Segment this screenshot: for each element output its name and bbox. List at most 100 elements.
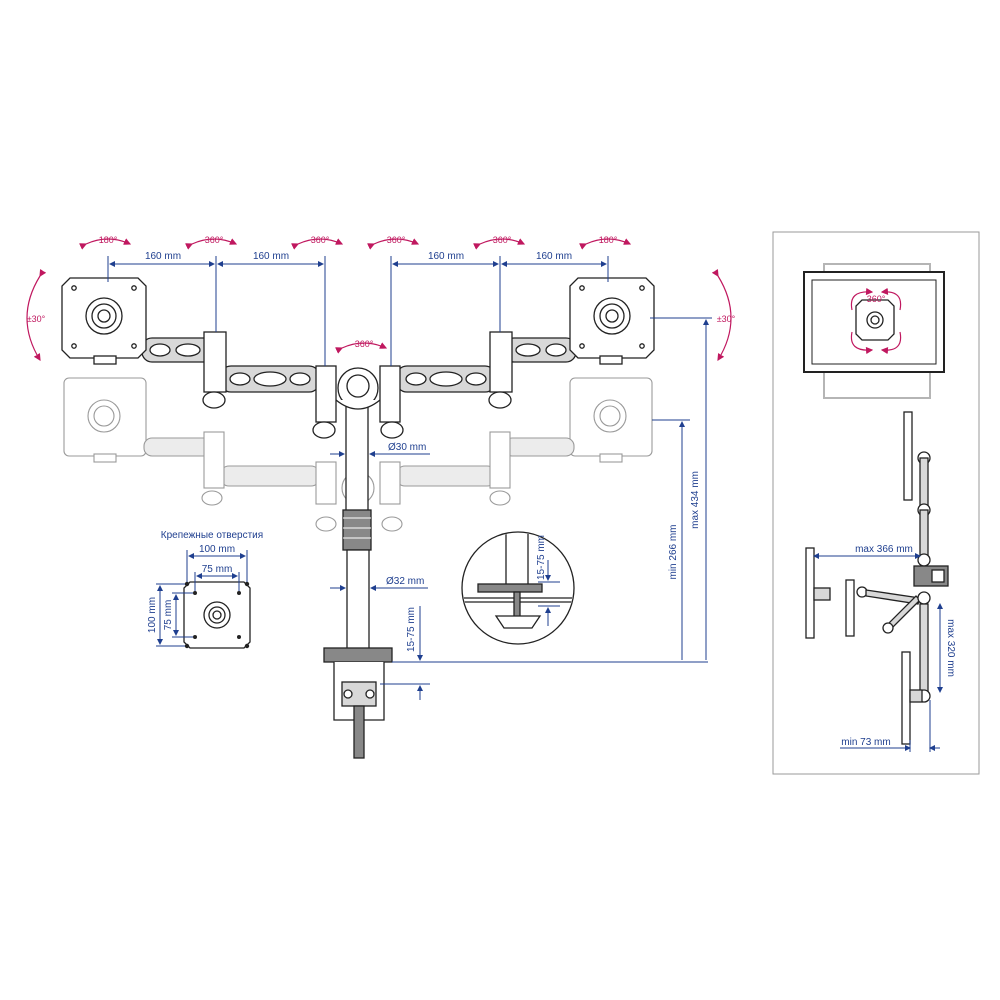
vesa-v-100: 100 mm xyxy=(147,597,158,633)
plate-hole-r2 xyxy=(639,285,645,291)
vesa-hole-8 xyxy=(237,635,241,639)
vesa-hole-4 xyxy=(244,643,250,649)
ghost-plate-tab-r xyxy=(599,453,623,463)
joint-left-outer xyxy=(203,331,227,393)
vesa-hole-7 xyxy=(193,635,197,639)
knob-2 xyxy=(312,421,336,439)
central-hub-cap xyxy=(346,374,370,398)
rot-arrow-center xyxy=(335,342,388,354)
monitor-rot-arrow-4 xyxy=(880,331,902,355)
ghost-arm-r1 xyxy=(503,437,575,457)
clamp-detail xyxy=(461,531,575,645)
ghost-arm-r2 xyxy=(395,465,497,487)
side-mount-left xyxy=(813,587,831,601)
plate-hole-l1 xyxy=(71,285,77,291)
knob-3 xyxy=(380,421,404,439)
joint-right-inner xyxy=(379,365,401,423)
tilt-arrow-right xyxy=(711,269,732,362)
side-arm-2 xyxy=(919,509,929,559)
side-monitor-top xyxy=(903,411,913,501)
span-label-1: 160 mm xyxy=(145,251,181,262)
pole-dia-lower: Ø32 mm xyxy=(386,576,424,587)
ghost-joint-3 xyxy=(379,461,401,505)
pole xyxy=(323,395,393,759)
clamp-top-plate xyxy=(323,647,393,663)
arm-slot-9 xyxy=(515,343,541,357)
tilt-arrow-left xyxy=(26,269,47,362)
side-arm-1 xyxy=(919,457,929,509)
pole-min-height: min 266 mm xyxy=(668,524,679,579)
clamp-bolt-l xyxy=(343,689,353,699)
side-max-drop: max 320 mm xyxy=(945,619,956,677)
central-hub-skirt xyxy=(335,399,381,410)
ghost-plate-tab xyxy=(93,453,117,463)
rot-arrow-1 xyxy=(79,238,132,250)
plate-tab-l xyxy=(93,355,117,365)
side-clamp-knob xyxy=(931,569,945,583)
ghost-plate-boss-inner-r xyxy=(599,405,621,427)
side-mount-bottom xyxy=(909,689,923,703)
tilt-label-left: ±30° xyxy=(27,314,46,324)
knob-1 xyxy=(202,391,226,409)
ghost-joint-2 xyxy=(315,461,337,505)
detail-pole xyxy=(505,533,529,587)
arm-slot-1 xyxy=(149,343,171,357)
arm-slot-5 xyxy=(289,372,311,386)
vesa-boss-3 xyxy=(212,610,222,620)
pole-clamp-range: 15-75 mm xyxy=(406,607,417,652)
rotation-arrows xyxy=(26,238,732,362)
rot-arrow-3 xyxy=(291,238,344,250)
tilt-label-right: ±30° xyxy=(717,314,736,324)
side-profile xyxy=(805,411,949,752)
rot-arrow-5 xyxy=(473,238,526,250)
vesa-detail xyxy=(156,550,251,649)
arm-slot-6 xyxy=(405,372,427,386)
arms xyxy=(141,331,577,439)
plate-hole-l4 xyxy=(131,343,137,349)
rot-label-center-360: 360° xyxy=(355,339,374,349)
rot-arrow-2 xyxy=(185,238,238,250)
pole-max-height: max 434 mm xyxy=(690,471,701,529)
ghost-knob-2 xyxy=(315,516,337,532)
rot-arrow-4 xyxy=(367,238,420,250)
side-max-reach: max 366 mm xyxy=(855,544,913,555)
side-min-depth: min 73 mm xyxy=(841,737,890,748)
span-label-3: 160 mm xyxy=(428,251,464,262)
ghost-arm-l2 xyxy=(219,465,321,487)
vesa-plates xyxy=(61,277,655,365)
side-joint-6 xyxy=(917,591,931,605)
plate-hole-l2 xyxy=(131,285,137,291)
rot-label-left-180: 180° xyxy=(99,235,118,245)
clamp-bolt-r xyxy=(365,689,375,699)
ghost-plate-boss-inner xyxy=(93,405,115,427)
rot-label-left-360b: 360° xyxy=(311,235,330,245)
rot-label-right-360b: 360° xyxy=(493,235,512,245)
ghost-joint-1 xyxy=(203,431,225,489)
ghost-knob-3 xyxy=(381,516,403,532)
arm-slot-8 xyxy=(465,372,487,386)
side-monitor-left xyxy=(805,547,815,639)
knob-4 xyxy=(488,391,512,409)
monitor-front-view xyxy=(803,263,945,399)
side-rot-360: 360° xyxy=(867,294,886,304)
arm-slot-7 xyxy=(429,371,463,387)
vesa-h-75: 75 mm xyxy=(202,564,233,575)
monitor-rot-arrow-3 xyxy=(850,331,874,355)
arm-slot-3 xyxy=(229,372,251,386)
ghost-knob-4 xyxy=(489,490,511,506)
rot-label-left-360a: 360° xyxy=(205,235,224,245)
vesa-hole-3 xyxy=(184,643,190,649)
pole-collar xyxy=(342,509,372,551)
ghost-knob-1 xyxy=(201,490,223,506)
detail-wing-nut xyxy=(494,615,542,629)
vesa-v-75: 75 mm xyxy=(163,600,174,631)
lower-pole xyxy=(346,549,370,651)
monitor-rot-arrow-2 xyxy=(880,287,902,311)
pole-dia-upper: Ø30 mm xyxy=(388,442,426,453)
joint-right-outer xyxy=(489,331,513,393)
vesa-hole-1 xyxy=(184,581,190,587)
span-dimensions xyxy=(107,256,609,366)
plate-hole-r3 xyxy=(579,343,585,349)
rot-label-right-180: 180° xyxy=(599,235,618,245)
